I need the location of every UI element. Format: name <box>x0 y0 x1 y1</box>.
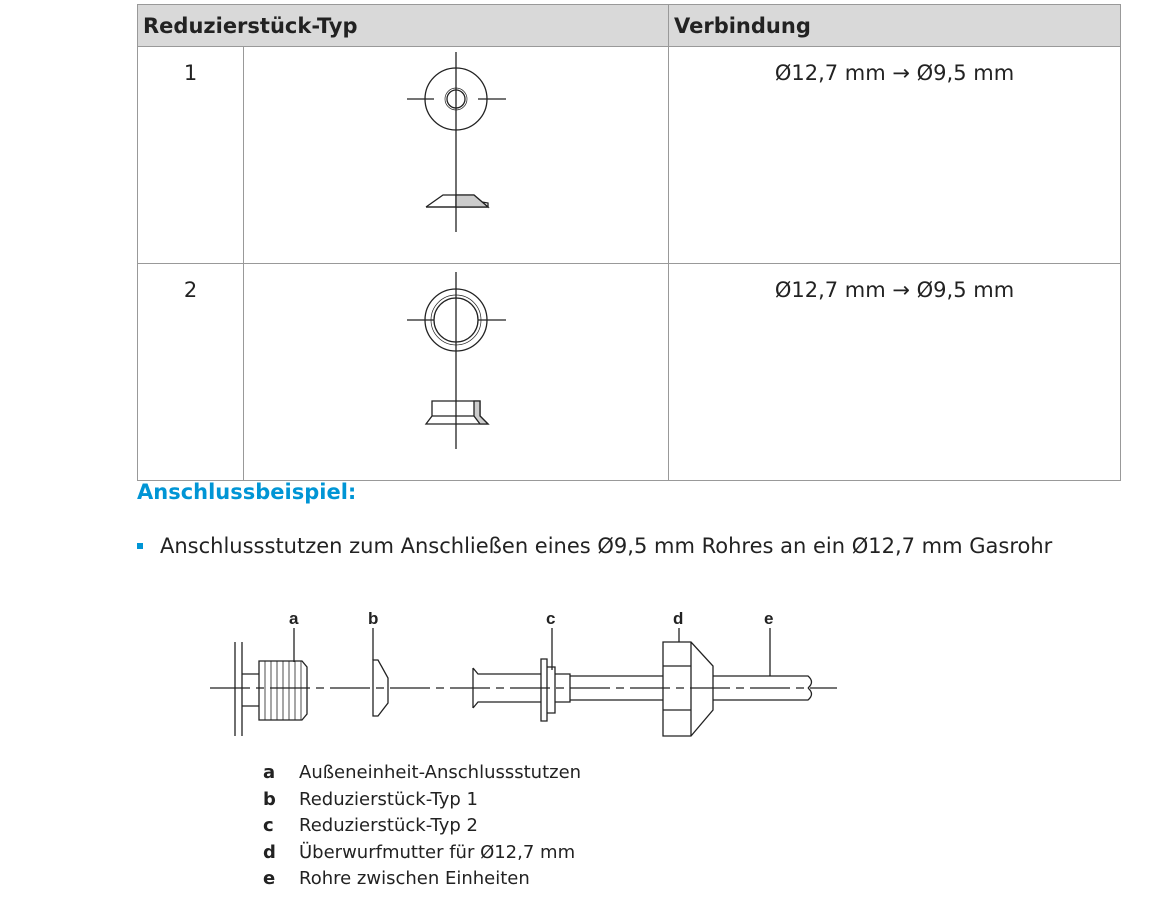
legend-text: Reduzierstück-Typ 1 <box>299 788 478 810</box>
type-number: 2 <box>137 263 244 481</box>
legend-text: Überwurfmutter für Ø12,7 mm <box>299 841 576 863</box>
reducer-type1-drawing <box>243 46 669 264</box>
label-c: c <box>546 609 555 628</box>
connection-value: Ø12,7 mm → Ø9,5 mm <box>668 46 1121 264</box>
label-d: d <box>673 609 683 628</box>
legend-key: c <box>263 815 274 837</box>
legend-key: b <box>263 788 276 810</box>
type-number: 1 <box>137 46 244 264</box>
header-type: Reduzierstück-Typ <box>137 4 669 47</box>
connection-value: Ø12,7 mm → Ø9,5 mm <box>668 263 1121 481</box>
section-heading: Anschlussbeispiel: <box>137 480 357 504</box>
connection-diagram: a b c d e <box>210 609 837 737</box>
legend-item: b Reduzierstück-Typ 1 <box>263 787 581 814</box>
legend-item: c Reduzierstück-Typ 2 <box>263 813 581 840</box>
legend-text: Reduzierstück-Typ 2 <box>299 815 478 837</box>
reducer-type2-drawing <box>243 263 669 481</box>
bullet-item: Anschlussstutzen zum Anschließen eines Ø… <box>137 530 1121 563</box>
legend-text: Außeneinheit-Anschlussstutzen <box>299 762 582 783</box>
legend-key: d <box>263 841 276 863</box>
table-row: 1 Ø12,7 mm → Ø9,5 mm <box>137 46 1121 264</box>
table-row: 2 Ø12,7 mm → Ø9,5 mm <box>137 263 1121 481</box>
bullet-text: Anschlussstutzen zum Anschließen eines Ø… <box>160 534 1053 558</box>
legend-text: Rohre zwischen Einheiten <box>299 868 530 890</box>
legend-key: e <box>263 868 276 890</box>
legend-key: a <box>263 762 276 783</box>
legend-item: e Rohre zwischen Einheiten <box>263 866 581 893</box>
label-b: b <box>368 609 378 628</box>
label-a: a <box>289 609 299 628</box>
label-e: e <box>764 609 773 628</box>
legend-item: d Überwurfmutter für Ø12,7 mm <box>263 840 581 867</box>
header-connection: Verbindung <box>668 4 1121 47</box>
legend-item: a Außeneinheit-Anschlussstutzen <box>263 760 581 787</box>
bullet-icon <box>137 543 143 549</box>
